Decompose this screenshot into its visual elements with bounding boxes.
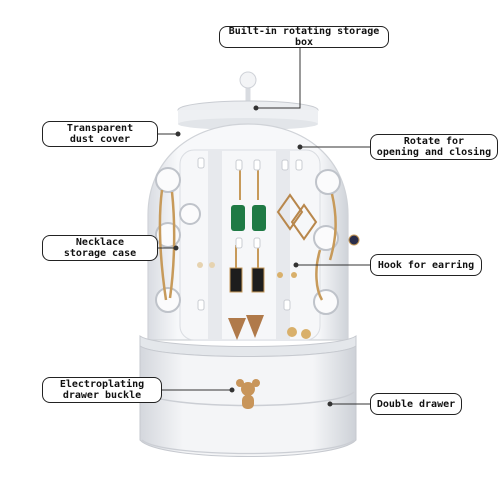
hooks [197, 157, 303, 311]
callout-double-drawer: Double drawer [370, 393, 462, 415]
callout-drawer-buckle: Electroplating drawer buckle [42, 377, 162, 403]
callout-transparent-dust-cover: Transparent dust cover [42, 121, 158, 147]
callout-rotate-opening-closing: Rotate for opening and closing [370, 134, 498, 160]
callout-hook-for-earring: Hook for earring [370, 254, 482, 276]
bear-drawer-buckle [236, 379, 260, 409]
inner-column [179, 149, 321, 341]
earrings [197, 168, 360, 340]
callout-lines [158, 48, 370, 407]
callout-rotating-storage-box: Built-in rotating storage box [219, 26, 389, 48]
callout-necklace-storage-case: Necklace storage case [42, 235, 158, 261]
